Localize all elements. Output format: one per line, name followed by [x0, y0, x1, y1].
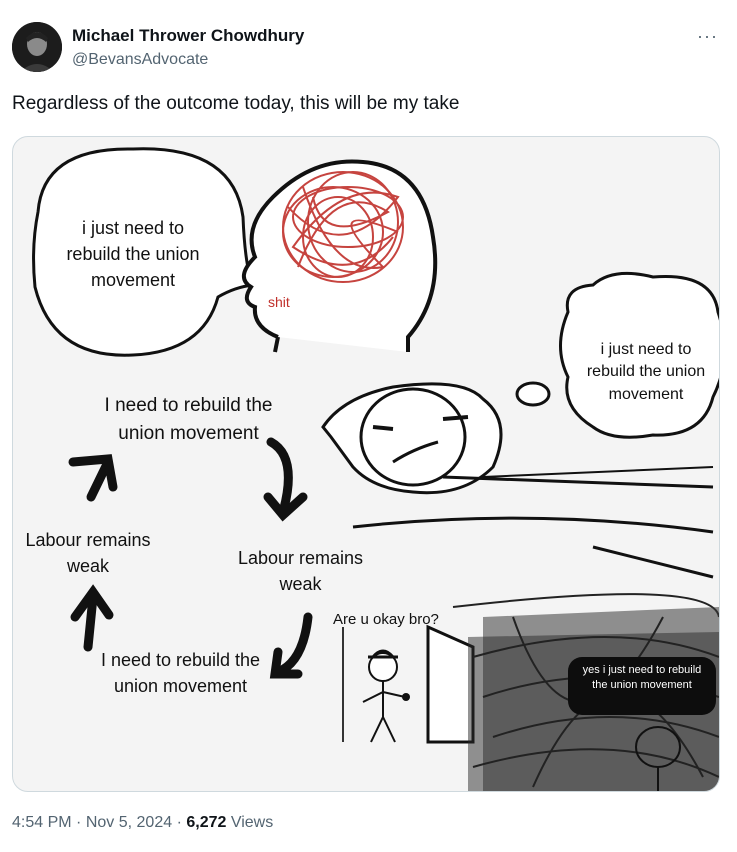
tweet-media-image[interactable]: shit	[12, 136, 720, 792]
tweet-date[interactable]: Nov 5, 2024	[85, 814, 173, 831]
meme-cycle-2: Labour remains weak	[25, 530, 151, 577]
views-count[interactable]: 6,272	[186, 814, 227, 831]
meta-separator: ·	[176, 814, 182, 831]
author-avatar[interactable]	[12, 22, 62, 72]
meme-dark-reply: yes i just need to rebuild the union mov…	[582, 664, 702, 692]
views-label: Views	[230, 814, 274, 831]
meme-bubble-top: i just need to rebuild the union movemen…	[66, 218, 200, 291]
author-name[interactable]: Michael Thrower Chowdhury	[72, 26, 305, 45]
meme-cycle-4: Labour remains weak	[237, 548, 364, 595]
tweet-text: Regardless of the outcome today, this wi…	[12, 93, 460, 114]
meme-cycle-3: I need to rebuild the union movement	[100, 650, 261, 697]
meme-cycle-1: I need to rebuild the union movement	[104, 395, 273, 444]
meme-door-question: Are u okay bro?	[333, 611, 439, 628]
meme-drawing: shit	[32, 147, 719, 791]
more-options-icon[interactable]: ···	[697, 26, 718, 46]
meta-separator: ·	[76, 814, 82, 831]
tweet-meta: 4:54 PM · Nov 5, 2024 · 6,272 Views	[12, 814, 273, 832]
meme-thought-right: i just need to rebuild the union movemen…	[586, 341, 706, 403]
author-handle[interactable]: @BevansAdvocate	[72, 51, 209, 68]
brain-label: shit	[268, 294, 290, 310]
tweet-timestamp[interactable]: 4:54 PM	[12, 814, 72, 831]
